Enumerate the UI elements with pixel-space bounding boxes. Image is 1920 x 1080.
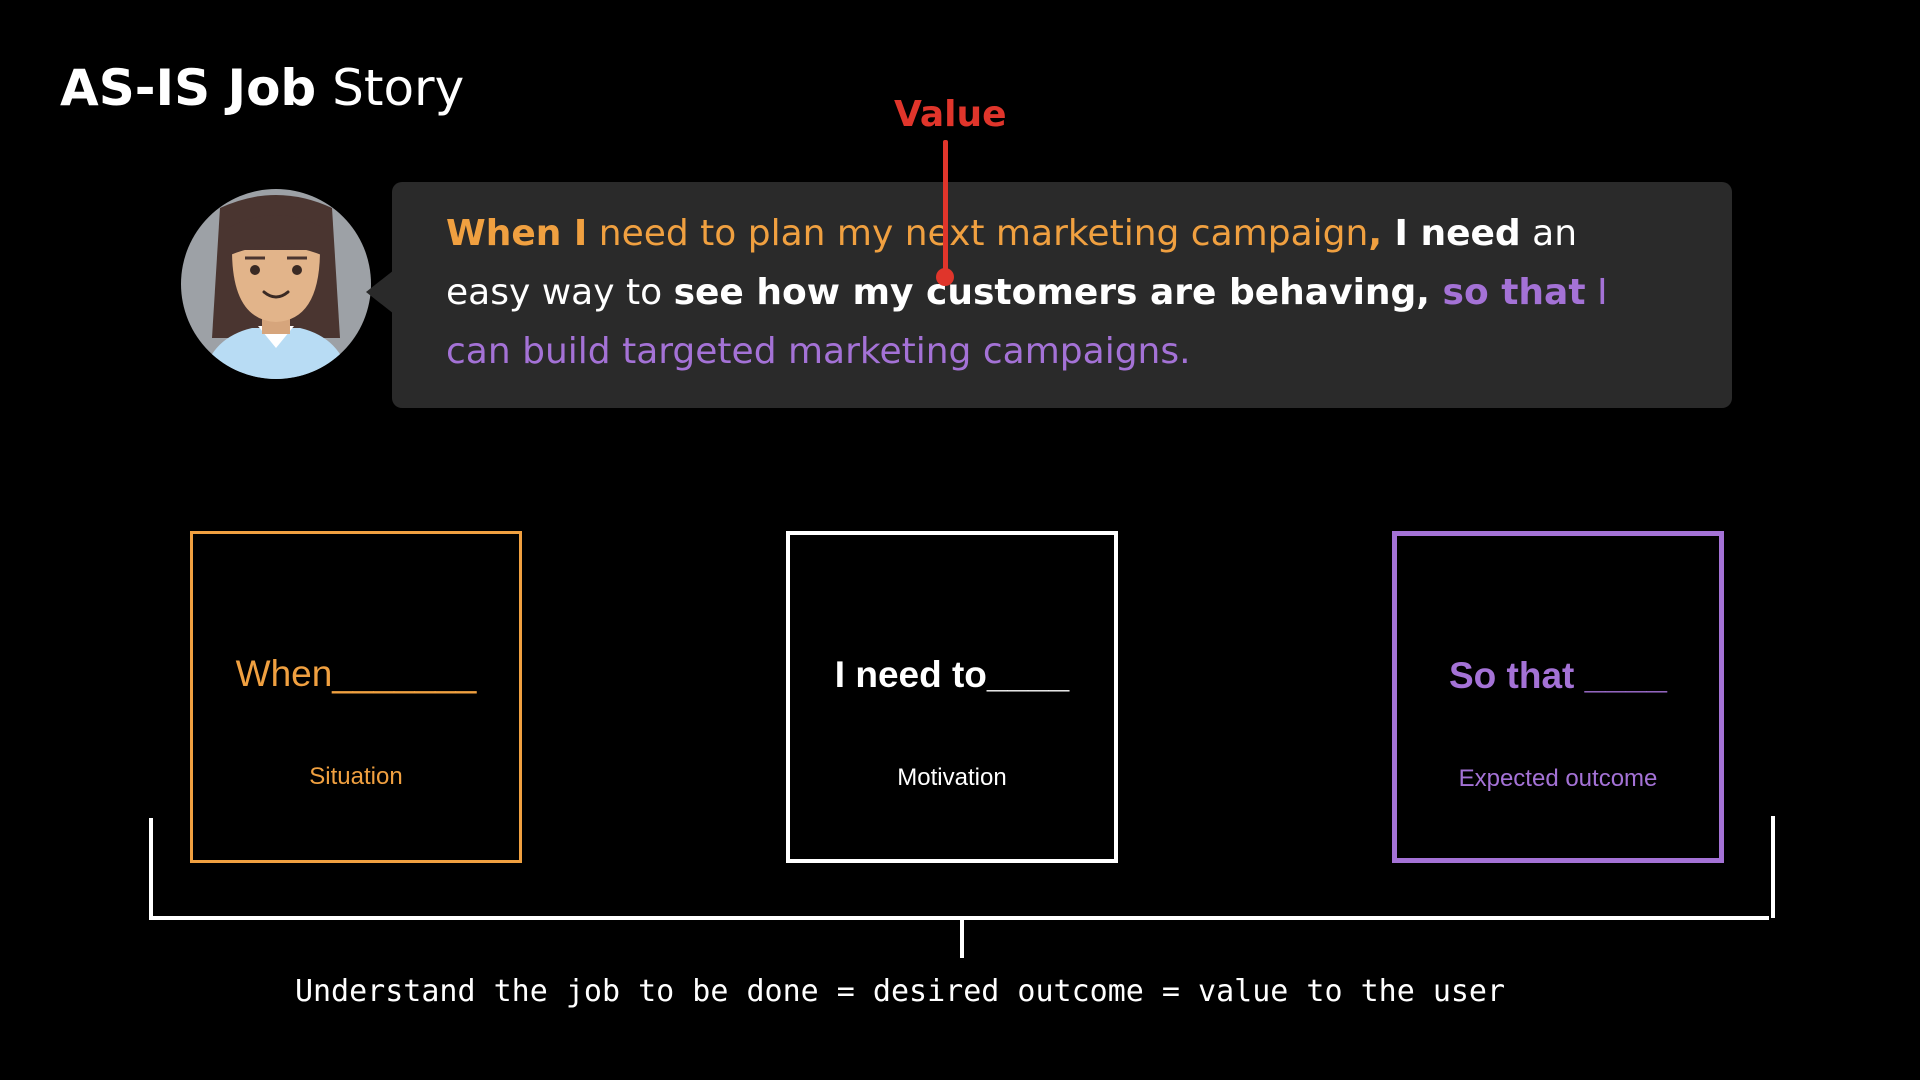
page-title-bold: AS-IS Job	[60, 59, 317, 117]
page-title: AS-IS Job Story	[60, 58, 464, 118]
value-label: Value	[894, 94, 1007, 135]
situation-card: When_______ Situation	[190, 531, 522, 863]
speech-bubble-tail	[366, 270, 394, 314]
expected-outcome-card-heading: So that ____	[1449, 655, 1667, 696]
story-when-keyword: When I	[446, 213, 588, 254]
story-need-bold-text: see how my customers are behaving,	[673, 272, 1430, 313]
story-comma: ,	[1368, 213, 1382, 254]
story-sothat-text: I can build targeted marketing campaigns…	[446, 272, 1608, 372]
motivation-card-label: Motivation	[897, 764, 1007, 791]
footer-caption: Understand the job to be done = desired …	[294, 974, 1506, 1009]
bracket-right-leg	[1771, 816, 1775, 918]
situation-card-heading: When_______	[235, 653, 477, 694]
value-pointer-dot	[936, 268, 954, 286]
bracket-center-stem	[960, 918, 964, 958]
expected-outcome-card-label: Expected outcome	[1458, 765, 1658, 792]
expected-outcome-card: So that ____ Expected outcome	[1392, 531, 1724, 863]
page-title-light: Story	[316, 59, 465, 117]
speech-bubble: When I need to plan my next marketing ca…	[392, 182, 1732, 408]
story-when-text: need to plan my next marketing campaign	[587, 213, 1369, 254]
avatar	[180, 188, 372, 380]
situation-card-label: Situation	[309, 763, 403, 790]
job-story-text: When I need to plan my next marketing ca…	[446, 204, 1646, 381]
bracket-left-leg	[149, 818, 153, 920]
motivation-card-heading: I need to____	[834, 654, 1070, 695]
motivation-card: I need to____ Motivation	[786, 531, 1118, 863]
story-need-text: an easy way to	[446, 213, 1578, 313]
story-need-keyword: I need	[1382, 213, 1521, 254]
person-avatar-icon	[181, 189, 371, 379]
value-pointer-line	[943, 140, 948, 278]
story-sothat-keyword: so that	[1429, 272, 1586, 313]
bracket-bottom-bar	[149, 916, 1769, 920]
